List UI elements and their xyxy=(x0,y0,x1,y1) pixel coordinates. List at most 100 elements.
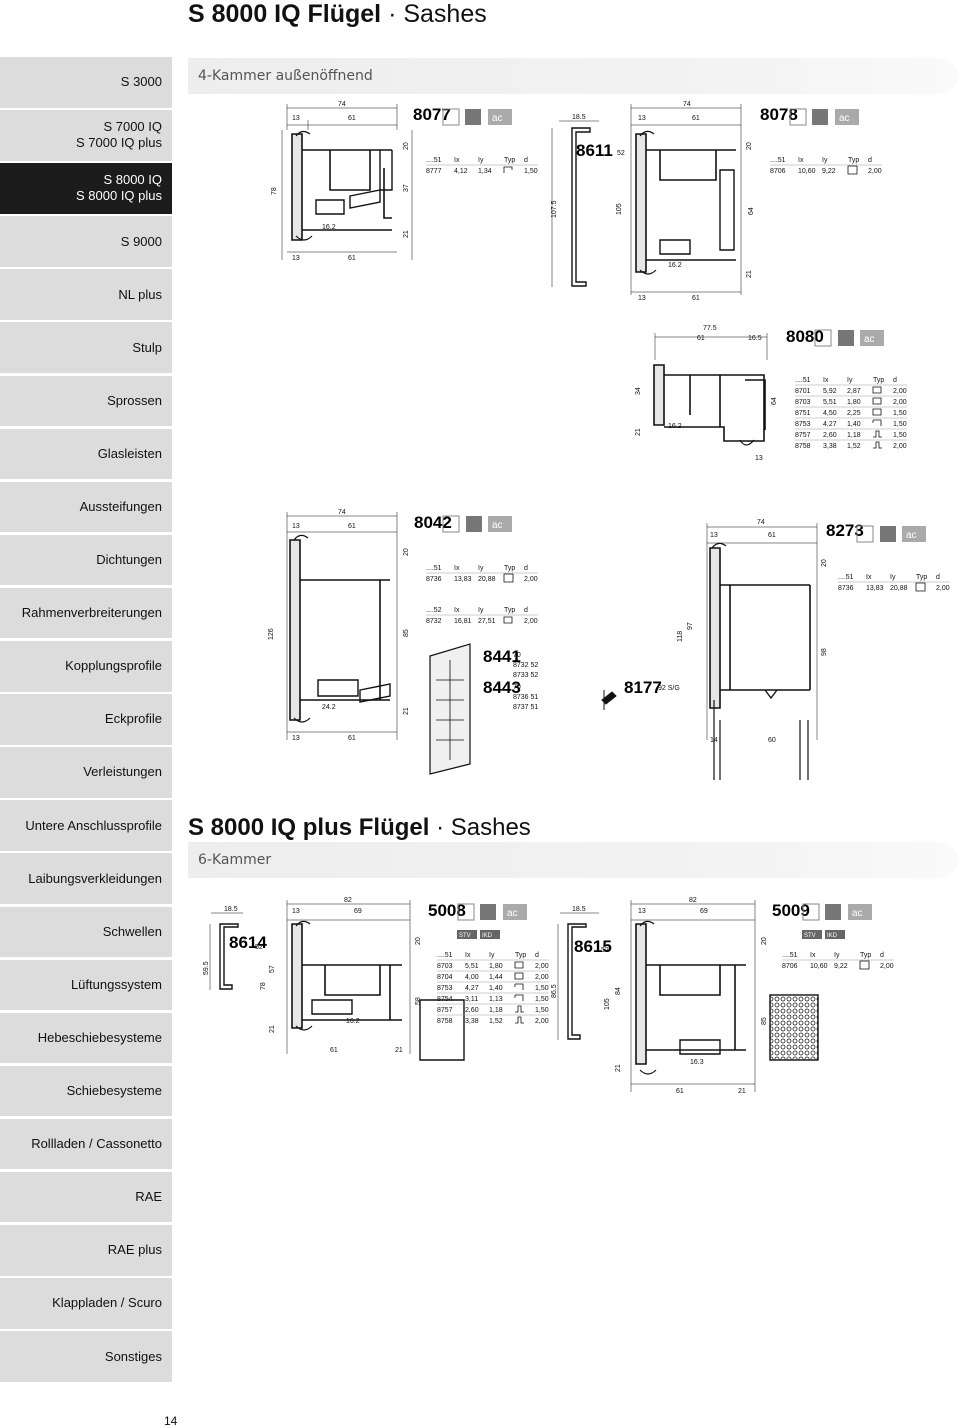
profile-8042-code: 8042 xyxy=(414,513,452,532)
sidebar-item[interactable]: Klappladen / Scuro xyxy=(0,1278,172,1329)
profile-5008-drawing xyxy=(286,900,465,1061)
sidebar-item[interactable]: S 3000 xyxy=(0,57,172,108)
svg-text:16.2: 16.2 xyxy=(668,262,682,269)
svg-text:61: 61 xyxy=(692,115,700,122)
svg-text:107.5: 107.5 xyxy=(551,200,558,218)
svg-text:98: 98 xyxy=(821,648,828,656)
table-cell: 8703 xyxy=(795,399,811,406)
profile-type-icon xyxy=(847,165,858,175)
svg-text:13: 13 xyxy=(292,908,300,915)
svg-text:60: 60 xyxy=(768,737,776,744)
table-cell: Ix xyxy=(454,607,460,614)
svg-text:57: 57 xyxy=(269,965,276,973)
table-cell: 1,52 xyxy=(489,1018,503,1025)
table-cell: Ix xyxy=(454,157,460,164)
table-cell: 2,60 xyxy=(823,432,837,439)
table-cell: 2,00 xyxy=(524,576,538,583)
table-cell: 4,12 xyxy=(454,168,468,175)
svg-text:61: 61 xyxy=(348,523,356,530)
table-cell: 1,50 xyxy=(535,985,549,992)
table-cell: Typ xyxy=(860,952,871,959)
table-cell: 9,22 xyxy=(822,168,836,175)
table-cell: ....51 xyxy=(782,952,798,959)
svg-text:13: 13 xyxy=(292,735,300,742)
sidebar-item[interactable]: Glasleisten xyxy=(0,428,172,480)
section2-title: S 8000 IQ plus Flügel · Sashes xyxy=(188,814,531,841)
profile-type-icon xyxy=(915,582,926,592)
table-cell: 1,50 xyxy=(893,432,907,439)
table-cell: d xyxy=(893,377,897,384)
table-cell: 1,13 xyxy=(489,996,503,1003)
sidebar-item[interactable]: Eckprofile xyxy=(0,694,172,745)
svg-text:ac: ac xyxy=(852,908,863,919)
sidebar-item[interactable]: Aussteifungen xyxy=(0,481,172,533)
sidebar-item[interactable]: Stulp xyxy=(0,322,172,373)
table-cell: 1,50 xyxy=(524,168,538,175)
svg-text:16.2: 16.2 xyxy=(668,423,682,430)
svg-text:16.5: 16.5 xyxy=(748,335,762,342)
table-cell: 8703 xyxy=(437,963,453,970)
sidebar-item[interactable]: RAE xyxy=(0,1171,172,1223)
sidebar-item[interactable]: Rollladen / Cassonetto xyxy=(0,1118,172,1170)
sidebar-item[interactable]: Dichtungen xyxy=(0,534,172,586)
svg-text:ac: ac xyxy=(906,530,917,541)
sidebar-item[interactable]: Schwellen xyxy=(0,906,172,957)
table-cell: 16,81 xyxy=(454,618,472,625)
svg-text:61: 61 xyxy=(768,532,776,539)
sidebar-item[interactable]: Laibungsverkleidungen xyxy=(0,853,172,904)
svg-text:IKD: IKD xyxy=(482,933,493,939)
table-cell: ....52 xyxy=(426,607,442,614)
table-cell: Iy xyxy=(890,574,896,581)
sidebar-item[interactable]: Sprossen xyxy=(0,375,172,427)
svg-text:74: 74 xyxy=(683,101,691,108)
sidebar-item[interactable]: Hebeschiebesysteme xyxy=(0,1012,172,1064)
sidebar-item[interactable]: Rahmenverbreiterungen xyxy=(0,587,172,639)
profile-8441-drawing xyxy=(429,643,471,775)
table-cell: 20,88 xyxy=(478,576,496,583)
table-cell: 9,22 xyxy=(834,963,848,970)
profile-8611-code: 8611 xyxy=(576,141,613,160)
svg-text:82: 82 xyxy=(344,897,352,904)
svg-text:52: 52 xyxy=(255,944,263,951)
sidebar-item[interactable]: Kopplungsprofile xyxy=(0,641,172,692)
table-cell: 27,51 xyxy=(478,618,496,625)
profile-8077-code: 8077 xyxy=(413,105,451,124)
section-bar-4-kammer: 4-Kammer außenöffnend xyxy=(188,58,958,94)
svg-text:52: 52 xyxy=(617,150,625,157)
sidebar-item[interactable]: NL plus xyxy=(0,269,172,320)
sidebar-item[interactable]: Verleistungen xyxy=(0,747,172,798)
table-cell: 8706 xyxy=(782,963,798,970)
table-cell: ....51 xyxy=(795,377,811,384)
sidebar-item[interactable]: Sonstiges xyxy=(0,1331,172,1382)
table-cell: 8758 xyxy=(795,443,811,450)
sidebar-item[interactable]: S 8000 IQ S 8000 IQ plus xyxy=(0,163,172,214)
table-cell: 1,40 xyxy=(489,985,503,992)
svg-text:18.5: 18.5 xyxy=(572,906,586,913)
table-cell: 2,00 xyxy=(936,585,950,592)
table-cell: ....51 xyxy=(426,157,442,164)
svg-text:13: 13 xyxy=(292,115,300,122)
table-cell: 2,60 xyxy=(465,1007,479,1014)
sidebar-item[interactable]: S 7000 IQ S 7000 IQ plus xyxy=(0,110,172,161)
sidebar-item[interactable]: Lüftungssystem xyxy=(0,959,172,1011)
svg-text:20: 20 xyxy=(761,937,768,945)
svg-text:61: 61 xyxy=(697,335,705,342)
svg-text:64: 64 xyxy=(748,207,755,215)
table-cell: Iy xyxy=(478,157,484,164)
svg-text:21: 21 xyxy=(395,1047,403,1054)
sidebar-item[interactable]: RAE plus xyxy=(0,1225,172,1276)
table-cell: Typ xyxy=(515,952,526,959)
svg-text:118: 118 xyxy=(677,631,684,642)
sidebar-item[interactable]: Untere Anschlussprofile xyxy=(0,800,172,851)
svg-text:13: 13 xyxy=(292,255,300,262)
profile-8441-code: 8441 xyxy=(483,647,521,666)
page-title: S 8000 IQ Flügel · Sashes xyxy=(188,0,487,28)
table-cell: d xyxy=(524,607,528,614)
svg-text:13: 13 xyxy=(755,455,763,462)
sidebar-item[interactable]: Schiebesysteme xyxy=(0,1065,172,1117)
sidebar-item[interactable]: S 9000 xyxy=(0,216,172,267)
table-cell: d xyxy=(880,952,884,959)
table-cell: 8777 xyxy=(426,168,442,175)
